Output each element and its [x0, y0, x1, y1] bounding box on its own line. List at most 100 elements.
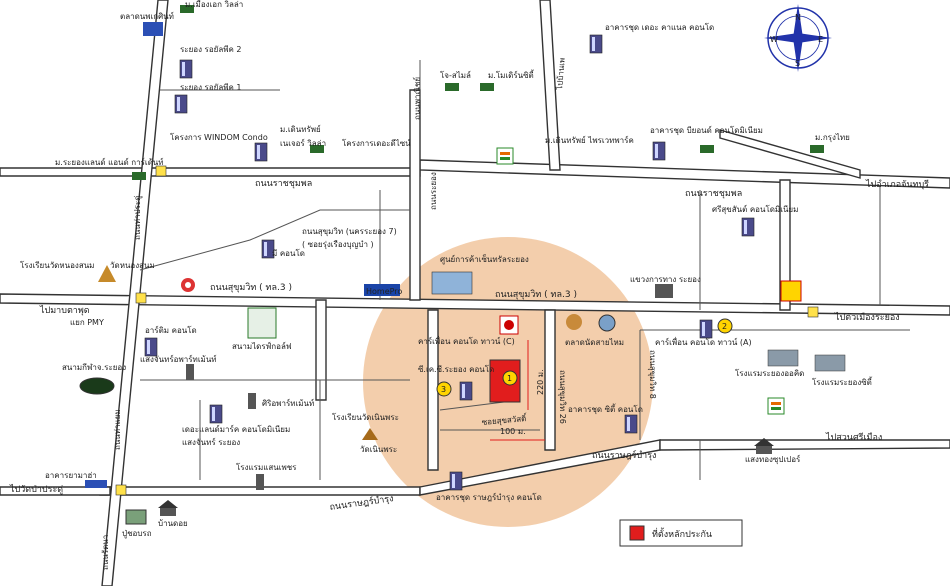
shop-icon — [700, 145, 714, 153]
building-icon — [459, 381, 473, 401]
place-mueang-green: ม.ระยองแลนด์ แอนด์ การ์เด้นท์ — [55, 157, 164, 167]
shop-icon — [132, 172, 146, 180]
distance-vertical: 220 ม. — [536, 369, 545, 395]
place-mueang-krungthai: ม.กรุงไทย — [815, 133, 850, 142]
marker-2-label: 2 — [722, 322, 727, 331]
place-pmy: แยก PMY — [70, 318, 104, 327]
place-mi-condo: มี คอนโด — [272, 248, 305, 258]
place-the-lander2: แสงจันทร์ ระยอง — [182, 437, 240, 447]
building-icon — [254, 142, 268, 162]
compass-s: S — [795, 59, 800, 68]
place-wat-noen-phra: วัดเนินพระ — [360, 445, 397, 454]
road-tha-yaem: ถนนท่าแยม — [113, 409, 122, 450]
legend: ที่ตั้งหลักประกัน — [619, 519, 743, 547]
compass-rose: N S E W — [764, 4, 832, 72]
building-icon — [652, 141, 666, 161]
place-ban-doi: บ้านดอย — [158, 519, 188, 528]
building-icon — [741, 217, 755, 237]
road-sukhumvit8: ถนนสุขุมวิท 8 — [648, 350, 657, 399]
school-icon — [256, 474, 264, 490]
place-car-condo-c: คาร์เพื่อน คอนโด ทาวน์ (C) — [418, 335, 515, 346]
building-icon — [261, 239, 275, 259]
distance-markers — [490, 340, 545, 441]
road-soi-ruang: ( ซอยรุ่งเรืองบุญบำ ) — [302, 240, 374, 249]
logo-red-icon — [499, 315, 519, 335]
road-to-rayong-city: ไปตัวเมืองระยอง — [834, 312, 900, 323]
marker-2: 2 — [717, 318, 733, 334]
place-sit-condo: อาคารชุด ซิตี้ คอนโด — [568, 403, 643, 414]
pagoda-icon — [98, 265, 116, 282]
place-rong-rayong2: โรงแรมระยองซิตี้ — [812, 376, 873, 387]
place-rong-rian: โรงเรียนวัดเนินพระ — [332, 412, 399, 422]
place-the-design: โครงการเดอะดีไซน์ — [342, 138, 411, 148]
place-mobile-city: ม.โมเดิร์นซิตี้ — [488, 69, 535, 80]
shop-icon — [810, 145, 824, 153]
place-sangchan-apartment: แสงจันทร์อพาร์ทเม้นท์ — [140, 354, 217, 364]
golf-icon — [247, 307, 277, 339]
road-to-ban-phe: ไปบ้านเพ — [555, 57, 567, 91]
house-icon — [754, 438, 774, 454]
place-baan-sap: ม.เดินทรัพย์ — [280, 124, 321, 134]
building-icon — [624, 414, 638, 434]
building-icon — [174, 94, 188, 114]
shop-icon — [180, 5, 194, 13]
place-wat-nongsanom: วัดหนองสนม — [110, 261, 155, 270]
post-icon — [655, 284, 673, 298]
legend-label: ที่ตั้งหลักประกัน — [652, 527, 712, 540]
road-rattana: ถนนรัตนา — [101, 535, 110, 570]
marker-3-label: 3 — [441, 385, 446, 394]
place-yamaha: อาคารยามาฮ่า — [45, 471, 97, 480]
place-rayong-condo2: ระยอง รอยัลพีค 2 — [180, 45, 241, 54]
shop-icon — [310, 145, 324, 153]
place-stadium: สนามกีฬาจ.ระยอง — [62, 363, 126, 372]
marker-1: 1 — [502, 370, 518, 386]
homepro-logo: HomePro — [364, 284, 402, 296]
building-icons — [144, 34, 846, 491]
place-car-condo-a: คาร์เพื่อน คอนโด ทาวน์ (A) — [655, 336, 752, 347]
marker-3: 3 — [436, 381, 452, 397]
road-rayong: ถนนระยอง — [429, 172, 438, 210]
gas-station-icon — [181, 278, 195, 292]
road-ratbamrung-right: ถนนราษฎร์บำรุง — [592, 449, 656, 461]
minor-streets — [139, 60, 910, 480]
place-ratbamrung-condo: อาคารชุด ราษฎร์บำรุง คอนโด — [436, 492, 542, 502]
place-ataim-condo: อาร์ติม คอนโด — [145, 325, 197, 335]
building-icon — [144, 337, 158, 357]
seven-eleven-icon — [767, 397, 785, 415]
place-sang-supermarket: แสงทองซุปเปอร์ — [745, 454, 801, 464]
distance-horizontal: 100 ม. — [500, 427, 526, 436]
mall-icon — [431, 271, 473, 295]
road-sukhumvit-nakhonrayong: ถนนสุขุมวิท (นครระยอง 7) — [302, 227, 397, 236]
road-to-suan-si-mueang: ไปสวนศรีเมือง — [825, 432, 882, 443]
hotel-icon — [814, 354, 846, 372]
building-icon — [179, 59, 193, 79]
road-tha-pradu: ถนนท่าประดู่ — [133, 196, 143, 240]
shop-icon — [480, 83, 494, 91]
building-icon — [589, 34, 603, 54]
road-to-chanthaburi: ไปอำเภอจันทบุรี — [865, 179, 929, 190]
road-sukhumvit26: ถนนสุขุมวิท 26 — [558, 370, 567, 424]
seven-eleven-icon — [496, 147, 514, 165]
place-talad-nat: ตลาดนัดสายไหม — [565, 338, 624, 347]
house-icon — [158, 500, 178, 516]
traffic-light-icons — [115, 165, 819, 496]
pumpuen-icon — [125, 509, 147, 525]
shop-icon — [445, 83, 459, 91]
place-baan-sap2: เนเจอร์ วิลล่า — [280, 138, 326, 148]
marker-1-label: 1 — [507, 374, 512, 383]
road-to-map-ta-phut: ไปมาบตาพุด — [39, 305, 90, 316]
building-icon — [449, 471, 463, 491]
place-the-lander: เดอะแลนด์มาร์ค คอนโดมิเนียม — [182, 424, 290, 434]
shell-icon — [780, 280, 802, 302]
road-ratchaphon-left: ถนนราชชุมพล — [255, 179, 312, 189]
place-rong-rayong: โรงแรมระยองออคิด — [735, 368, 804, 378]
market-icon — [143, 22, 163, 36]
road-sukhumvit-right: ถนนสุขุมวิท ( ทล.3 ) — [495, 289, 577, 300]
road-to-wat-pa-pradu: ไปวัดป่าประดู่ — [9, 484, 63, 495]
place-jo-smile: โจ-สไมล์ — [440, 70, 471, 80]
clock-icon — [598, 314, 616, 332]
school-icon — [186, 364, 194, 380]
place-windom: โครงการ WINDOM Condo — [170, 132, 268, 142]
bus-icon — [85, 480, 107, 488]
